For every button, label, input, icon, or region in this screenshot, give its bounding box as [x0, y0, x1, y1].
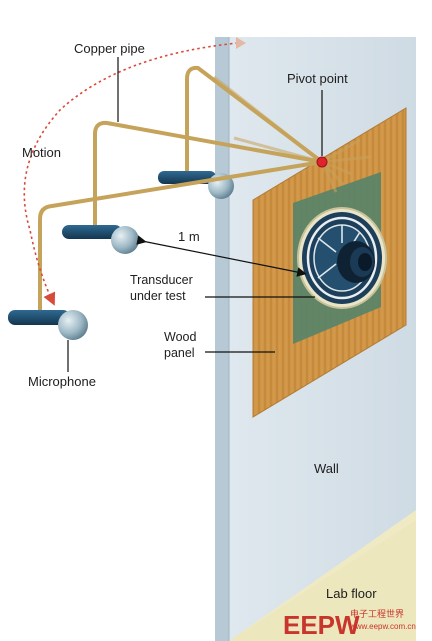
wood-panel-label-line2: panel — [164, 346, 195, 360]
wall-edge — [215, 37, 229, 641]
pivot-point — [316, 156, 328, 168]
distance-label: 1 m — [178, 229, 200, 244]
wood-panel-label-line1: Wood — [164, 330, 196, 344]
copper-pipe-middle — [93, 120, 323, 229]
motion-label: Motion — [22, 145, 61, 160]
watermark-site: www.eepw.com.cn — [349, 622, 416, 631]
copper-pipe-back — [185, 65, 324, 180]
microphone-front — [8, 310, 88, 340]
transducer — [297, 207, 387, 309]
microphone-label: Microphone — [28, 374, 96, 389]
distance-line — [136, 235, 307, 277]
lab-floor-shade — [229, 520, 416, 641]
wall-label: Wall — [314, 461, 339, 476]
motion-arc-top-arrow — [236, 37, 246, 49]
eepw-watermark: EEPW 电子工程世界 www.eepw.com.cn — [283, 608, 416, 640]
copper-pipe-label: Copper pipe — [74, 41, 145, 56]
microphone-middle — [62, 225, 139, 254]
transducer-label-line1: Transducer — [130, 273, 193, 287]
copper-pipe-front — [38, 160, 323, 316]
watermark-logo: EEPW — [283, 610, 360, 640]
watermark-chinese: 电子工程世界 — [350, 608, 404, 620]
pivot-point-label: Pivot point — [287, 71, 348, 86]
transducer-label-line2: under test — [130, 289, 186, 303]
lab-floor-label: Lab floor — [326, 586, 377, 601]
